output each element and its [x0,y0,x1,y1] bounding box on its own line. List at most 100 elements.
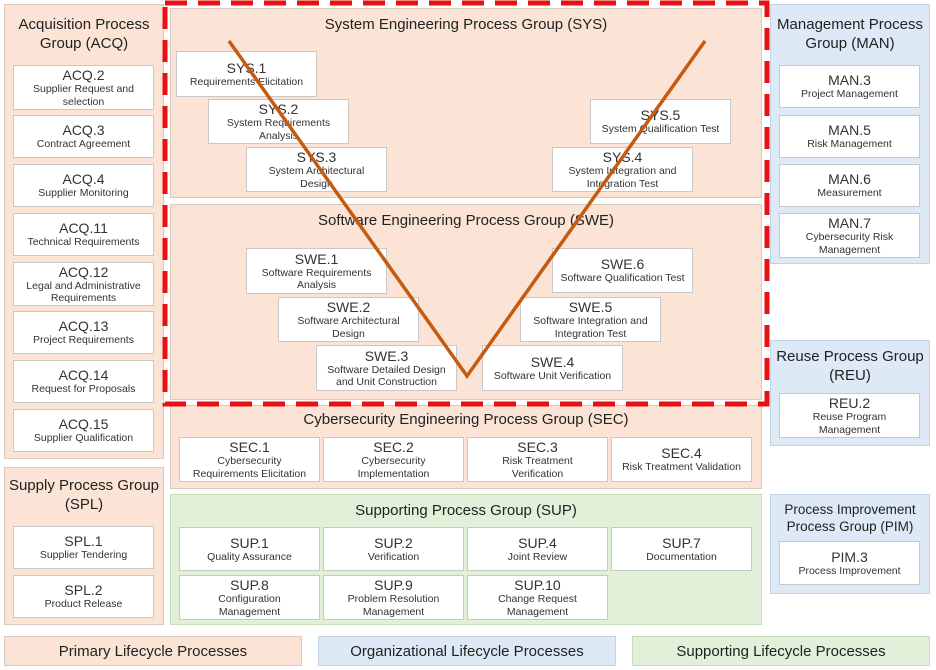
process-code: SWE.6 [600,256,645,273]
spl-group-title: Supply Process Group (SPL) [8,477,160,513]
process-name: System Integration and Integration Test [568,165,677,190]
reu-group-title: Reuse Process Group (REU) [776,348,924,384]
process-name: Software Unit Verification [493,369,612,382]
swe-group-title: Software Engineering Process Group (SWE) [318,212,614,229]
process-name: Supplier Qualification [33,432,134,445]
process-name: Risk Treatment Verification [502,455,573,480]
process-name: Documentation [646,550,717,563]
process-code: SYS.2 [258,101,299,117]
process-name: Problem Resolution Management [347,593,440,618]
process-code: SUP.8 [230,577,269,593]
process-code: ACQ.11 [59,220,108,237]
process-name: Joint Review [507,550,568,563]
process-name: Verification [367,550,420,563]
process-name: Risk Treatment Validation [622,461,741,474]
process-name: Project Requirements [33,334,134,347]
process-code: ACQ.15 [58,416,109,433]
process-code: REU.2 [828,395,871,411]
process-name: Legal and Administrative Requirements [26,279,141,305]
sup-group-title: Supporting Process Group (SUP) [355,502,577,519]
process-name: Cybersecurity Risk Management [805,231,894,256]
process-code: ACQ.14 [58,367,109,384]
process-code: ACQ.12 [58,263,109,280]
process-code: SUP.1 [230,534,269,551]
process-name: Cybersecurity Implementation [357,455,430,480]
process-code: SYS.5 [640,107,681,124]
process-code: SYS.4 [602,149,643,165]
process-code: MAN.6 [828,171,871,188]
process-name: Supplier Request and selection [33,83,134,108]
process-code: SYS.3 [296,149,337,165]
process-name: Process Improvement [798,564,901,577]
process-name: Software Requirements Analysis [261,266,372,292]
process-name: Configuration Management [218,593,281,618]
process-code: SEC.1 [229,439,270,455]
process-code: ACQ.3 [62,122,105,139]
sys-group-title: System Engineering Process Group (SYS) [324,16,608,33]
process-name: Request for Proposals [31,383,136,396]
process-code: SUP.9 [374,577,413,593]
process-name: Software Integration and Integration Tes… [533,315,648,340]
process-name: Supplier Tendering [39,549,128,562]
pim-group-title: Process Improvement Process Group (PIM) [784,502,916,534]
process-code: SWE.4 [530,353,575,370]
process-code: SEC.4 [661,445,702,462]
process-code: SUP.10 [514,577,561,593]
process-name: Risk Management [807,138,892,151]
process-code: SWE.1 [294,250,339,267]
sec-group-title: Cybersecurity Engineering Process Group … [303,411,629,428]
process-name: Measurement [817,187,882,200]
process-code: PIM.3 [831,548,868,565]
swe-group: Software Engineering Process Group (SWE) [170,204,762,400]
process-code: MAN.7 [828,215,871,231]
acq-group-title: Acquisition Process Group (ACQ) [18,16,150,52]
process-name: System Architectural Design [268,165,365,190]
process-code: SPL.2 [64,582,103,599]
process-code: ACQ.4 [62,171,105,188]
process-name: Software Detailed Design and Unit Constr… [327,363,446,389]
process-code: SUP.7 [662,534,701,551]
process-name: Technical Requirements [27,236,140,249]
process-name: Cybersecurity Requirements Elicitation [192,455,307,480]
process-name: Contract Agreement [36,138,131,151]
process-code: SWE.2 [326,299,371,315]
process-name: Change Request Management [498,593,577,618]
man-group-title: Management Process Group (MAN) [777,16,923,52]
process-name: System Qualification Test [601,123,720,136]
process-name: Requirements Elicitation [189,75,304,88]
legend-organizational: Organizational Lifecycle Processes [318,636,616,666]
legend-primary: Primary Lifecycle Processes [4,636,302,666]
process-name: Quality Assurance [207,550,292,563]
process-code: MAN.3 [828,72,871,89]
process-name: Reuse Program Management [812,411,887,436]
process-name: Product Release [44,598,123,611]
